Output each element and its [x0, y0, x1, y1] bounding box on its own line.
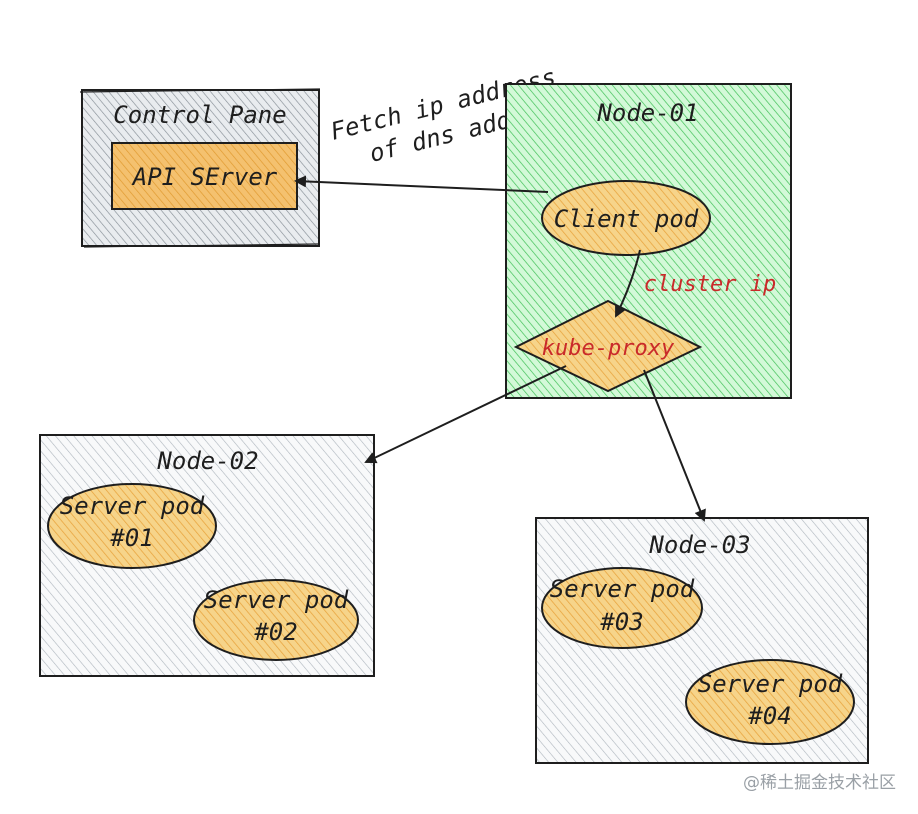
watermark: @稀土掘金技术社区: [743, 773, 896, 793]
kube-proxy-label: kube-proxy: [542, 336, 675, 361]
server-pod-03: Server pod #03: [541, 567, 703, 649]
server-pod-03-line1: Server pod: [550, 575, 695, 603]
arrow-client-to-api: [294, 175, 549, 193]
server-pod-04: Server pod #04: [685, 659, 855, 745]
node02-title: Node-02: [156, 447, 258, 475]
node01-title: Node-01: [596, 99, 698, 127]
node03-title: Node-03: [648, 531, 750, 559]
arrow-client-to-kube-proxy: [615, 249, 641, 318]
server-pod-02: Server pod #02: [193, 579, 359, 661]
api-server-label: API SErver: [131, 163, 278, 191]
server-pod-01: Server pod #01: [47, 483, 217, 569]
cluster-ip-label: cluster ip: [644, 272, 776, 297]
control-pane-title: Control Pane: [113, 101, 286, 129]
arrow-proxy-to-node03: [643, 369, 706, 522]
server-pod-02-line2: #02: [253, 618, 297, 646]
server-pod-04-line2: #04: [747, 702, 791, 730]
server-pod-03-line2: #03: [599, 608, 643, 636]
server-pod-02-line1: Server pod: [204, 586, 349, 614]
client-pod-label: Client pod: [554, 205, 699, 233]
server-pod-01-line1: Server pod: [60, 492, 205, 520]
api-server-box: API SErver: [111, 142, 298, 210]
client-pod: Client pod: [541, 180, 711, 256]
server-pod-04-line1: Server pod: [698, 670, 843, 698]
server-pod-01-line2: #01: [109, 524, 153, 552]
arrow-proxy-to-node02: [364, 365, 567, 464]
